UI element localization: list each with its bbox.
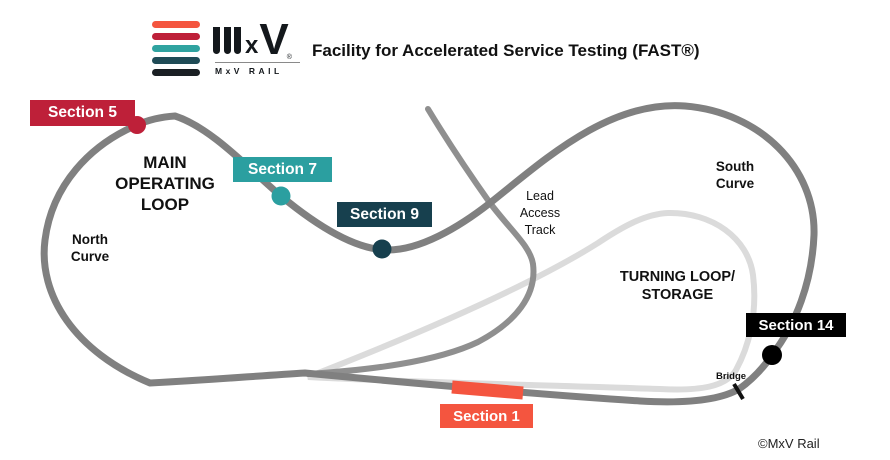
lead-access-line: Lead <box>526 189 554 203</box>
bridge-label: Bridge <box>715 371 747 382</box>
south-curve-label: South Curve <box>695 158 775 192</box>
mxv-logo-bars-icon <box>152 21 200 76</box>
lead-access-track <box>305 106 537 377</box>
section14-badge: Section 14 <box>746 313 846 337</box>
turning-loop-track <box>306 209 758 393</box>
registered-mark: ® <box>286 54 292 61</box>
logo-bar <box>152 69 200 76</box>
logo-bar <box>152 57 200 64</box>
north-curve-label: North Curve <box>50 231 130 265</box>
logo-v-glyph: V <box>259 15 288 64</box>
loop-label-line: OPERATING <box>115 174 215 193</box>
section7-badge: Section 7 <box>233 157 332 182</box>
north-curve-line: North <box>72 232 108 247</box>
south-curve-line: South <box>715 159 755 174</box>
north-curve-line: Curve <box>70 249 110 264</box>
logo-wordmark: MxV RAIL <box>215 66 283 76</box>
turning-loop-line: TURNING LOOP/ <box>619 269 736 285</box>
logo-x-glyph: x <box>245 32 259 59</box>
loop-label-line: LOOP <box>140 195 190 214</box>
section9-badge: Section 9 <box>337 202 432 227</box>
lead-access-track-label: Lead Access Track <box>500 188 580 239</box>
lead-access-line: Track <box>524 223 556 237</box>
logo-iii-glyph <box>213 27 241 54</box>
main-loop-track <box>40 102 818 406</box>
logo-divider <box>215 62 300 63</box>
logo-bar <box>152 21 200 28</box>
section5-badge: Section 5 <box>30 100 135 126</box>
logo-bar <box>152 33 200 40</box>
turning-loop-line: STORAGE <box>641 287 714 303</box>
mxv-logo-mark-icon: x V ® <box>213 15 292 64</box>
section9-dot <box>372 239 392 259</box>
section7-dot <box>271 186 291 206</box>
turning-loop-label: TURNING LOOP/ STORAGE <box>585 268 770 304</box>
south-curve-line: Curve <box>715 176 755 191</box>
section14-dot <box>762 345 782 365</box>
copyright-text: ©MxV Rail <box>758 436 820 451</box>
main-operating-loop-label: MAIN OPERATING LOOP <box>95 152 235 215</box>
section1-badge: Section 1 <box>440 404 533 428</box>
page-title: Facility for Accelerated Service Testing… <box>312 41 700 60</box>
loop-label-line: MAIN <box>143 153 187 172</box>
section1-highlight-segment <box>451 380 524 400</box>
lead-access-line: Access <box>519 206 561 220</box>
logo-bar <box>152 45 200 52</box>
bridge-tick <box>732 382 745 401</box>
